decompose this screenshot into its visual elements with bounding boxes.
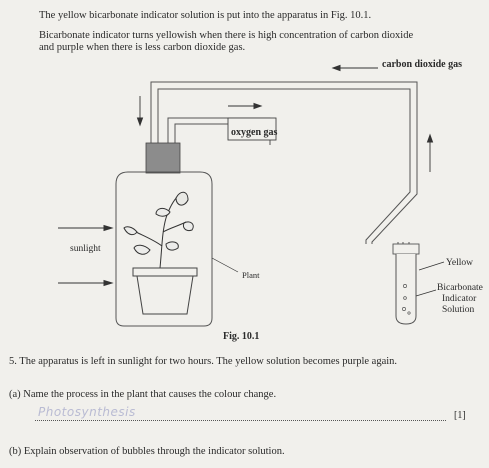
intro-line-3: and purple when there is less carbon dio… <box>39 42 246 53</box>
bottle-stopper <box>145 142 181 174</box>
label-bicarbonate: Bicarbonate <box>437 283 483 293</box>
figure-caption: Fig. 10.1 <box>223 331 260 342</box>
label-carbon-dioxide: carbon dioxide gas <box>382 59 463 70</box>
flow-arrow-down <box>136 96 144 127</box>
label-plant: Plant <box>242 270 260 280</box>
question-stem: 5. The apparatus is left in sunlight for… <box>9 356 398 367</box>
label-yellow: Yellow <box>446 258 474 268</box>
oxygen-arrow <box>228 102 263 110</box>
question-part-b: (b) Explain observation of bubbles throu… <box>9 446 285 457</box>
label-oxygen: oxygen gas <box>231 127 278 138</box>
intro-line-2: Bicarbonate indicator turns yellowish wh… <box>39 30 414 41</box>
label-sunlight: sunlight <box>70 244 101 254</box>
answer-line-a[interactable] <box>35 420 446 421</box>
plant-pointer <box>211 257 239 273</box>
handwritten-answer-a: Photosynthesis <box>38 405 136 419</box>
bell-jar <box>115 171 213 327</box>
sunlight-arrows <box>58 224 114 287</box>
test-tube <box>392 243 420 325</box>
intro-line-1: The yellow bicarbonate indicator solutio… <box>39 10 372 21</box>
label-indicator: Indicator <box>442 294 477 304</box>
flow-arrow-up <box>426 133 434 172</box>
co2-arrow <box>331 64 378 72</box>
question-part-a: (a) Name the process in the plant that c… <box>9 389 277 400</box>
oxygen-label-box <box>227 117 277 141</box>
plant <box>123 191 194 269</box>
plant-pot <box>132 267 198 315</box>
gas-tube <box>150 81 418 312</box>
label-solution: Solution <box>442 305 475 315</box>
solution-pointers <box>415 261 445 297</box>
marks-a: [1] <box>454 410 466 421</box>
